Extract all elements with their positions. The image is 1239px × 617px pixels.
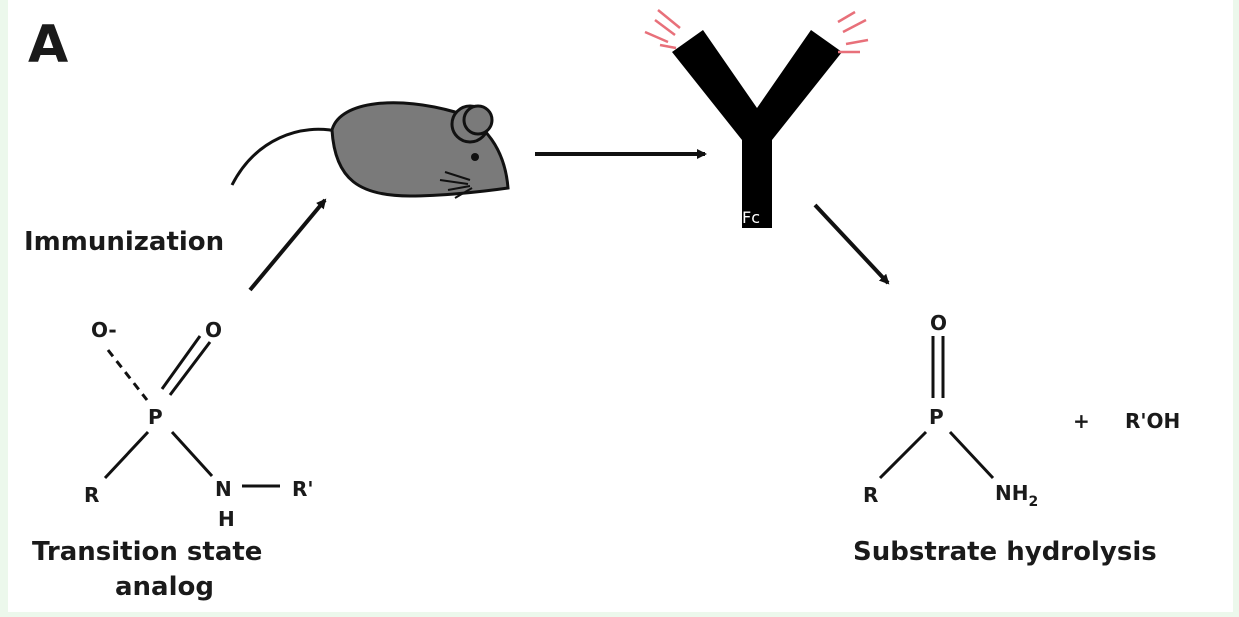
immunization-label: Immunization (24, 227, 224, 257)
p-atom: P (148, 405, 163, 429)
o-double-atom: O (205, 318, 222, 342)
r-group: R (84, 483, 99, 507)
product-r-group: R (863, 483, 878, 507)
substrate-hydrolysis-caption: Substrate hydrolysis (853, 537, 1157, 567)
transition-state-structure: O- O P R N H R' Transition state analog (32, 318, 314, 602)
fc-label: Fc (742, 208, 760, 227)
binding-site-lines-left (645, 10, 680, 48)
transition-state-caption-line1: Transition state (32, 537, 262, 567)
immunization-arrow (250, 200, 325, 290)
hydrolysis-product-structure: O P R NH2 + R'OH Substrate hydrolysis (853, 311, 1180, 567)
arrow-to-products (815, 205, 888, 283)
h-atom: H (218, 507, 235, 531)
antibody-icon: Fc (645, 10, 868, 228)
binding-site-lines-right (838, 12, 868, 52)
product-nh2-group: NH2 (995, 481, 1038, 510)
mouse-icon (232, 103, 508, 198)
plus-sign: + (1073, 409, 1090, 433)
n-atom: N (215, 477, 232, 501)
o-minus-atom: O- (91, 318, 117, 342)
product-o-atom: O (930, 311, 947, 335)
product-p-atom: P (929, 405, 944, 429)
roh-product: R'OH (1125, 409, 1180, 433)
panel-label: A (28, 15, 68, 75)
r-prime-group: R' (292, 477, 314, 501)
transition-state-caption-line2: analog (115, 572, 214, 602)
